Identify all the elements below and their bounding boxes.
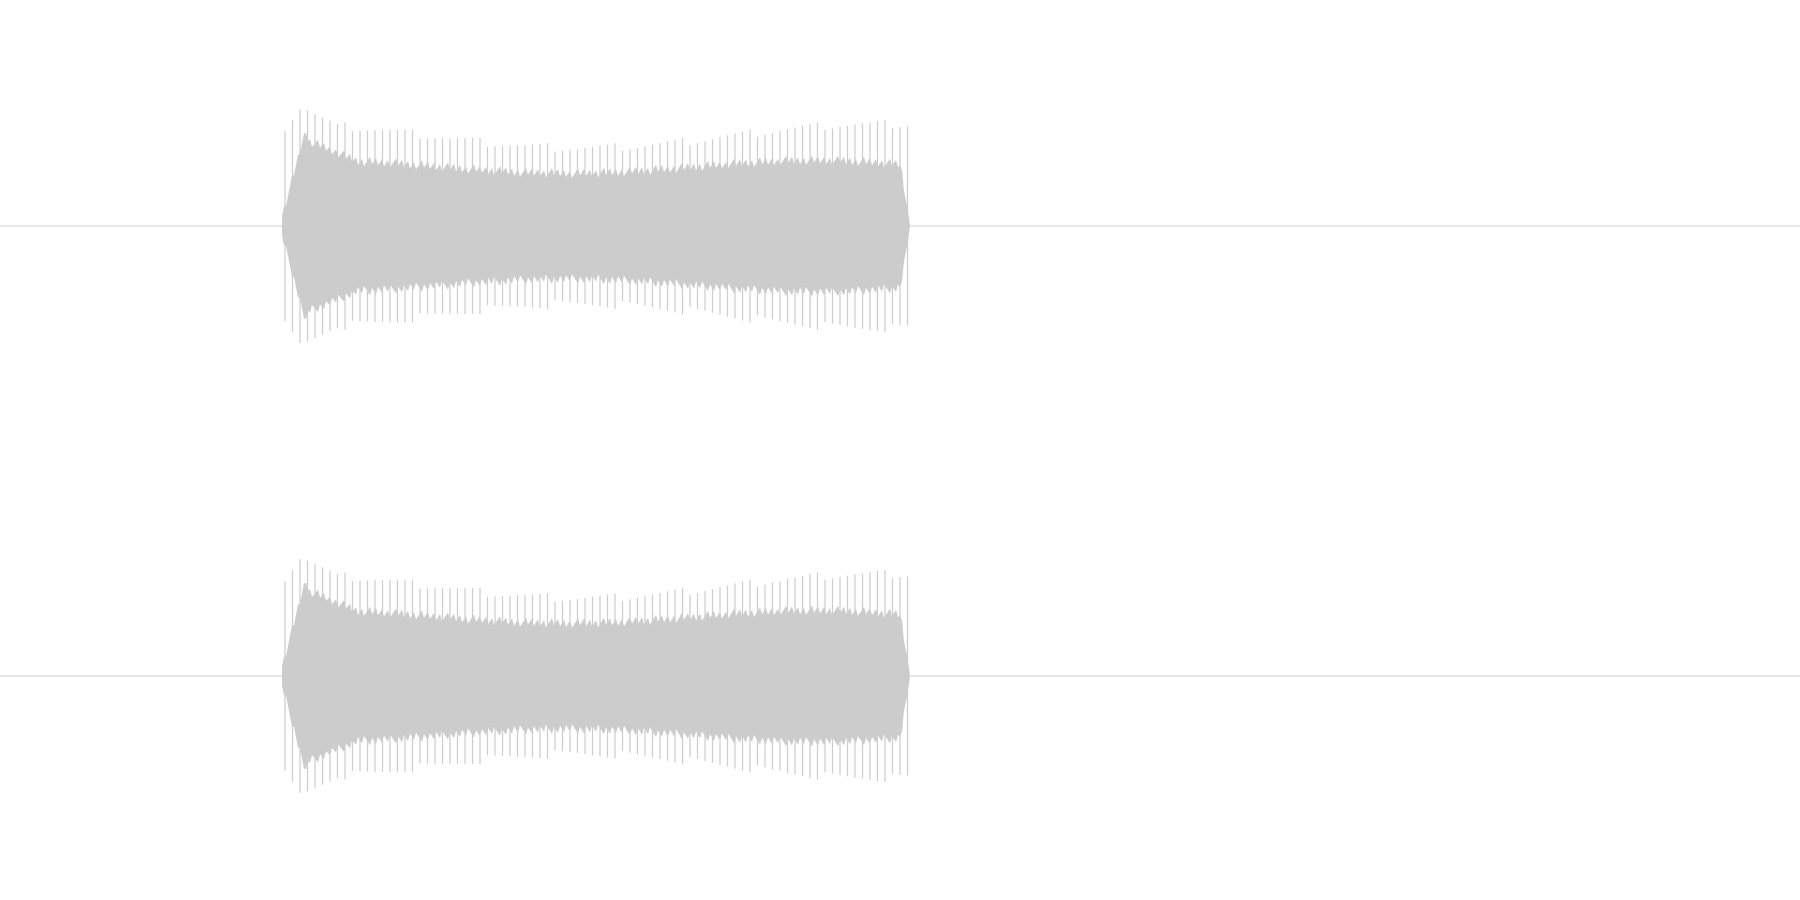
channel-1-waveform (282, 133, 910, 319)
channel-2-spikes (284, 559, 909, 793)
channel-1-track (0, 109, 1800, 343)
channel-2-track (0, 559, 1800, 793)
channel-1-spikes (284, 109, 909, 343)
channel-2-waveform (282, 583, 910, 769)
